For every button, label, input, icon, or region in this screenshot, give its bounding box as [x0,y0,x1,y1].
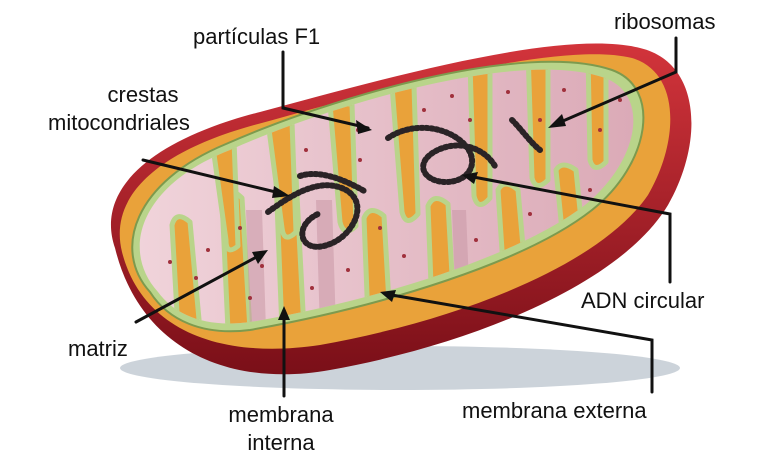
label-crestas-line1: crestas [58,82,228,108]
label-adn-circular: ADN circular [581,288,704,314]
label-ribosomas: ribosomas [614,9,715,35]
label-matriz: matriz [68,336,128,362]
label-membrana-interna-line2: interna [206,430,356,456]
label-membrana-externa: membrana externa [462,398,647,424]
label-particulas-f1: partículas F1 [193,24,320,50]
label-membrana-interna-line1: membrana [206,402,356,428]
label-crestas-line2: mitocondriales [48,110,190,136]
